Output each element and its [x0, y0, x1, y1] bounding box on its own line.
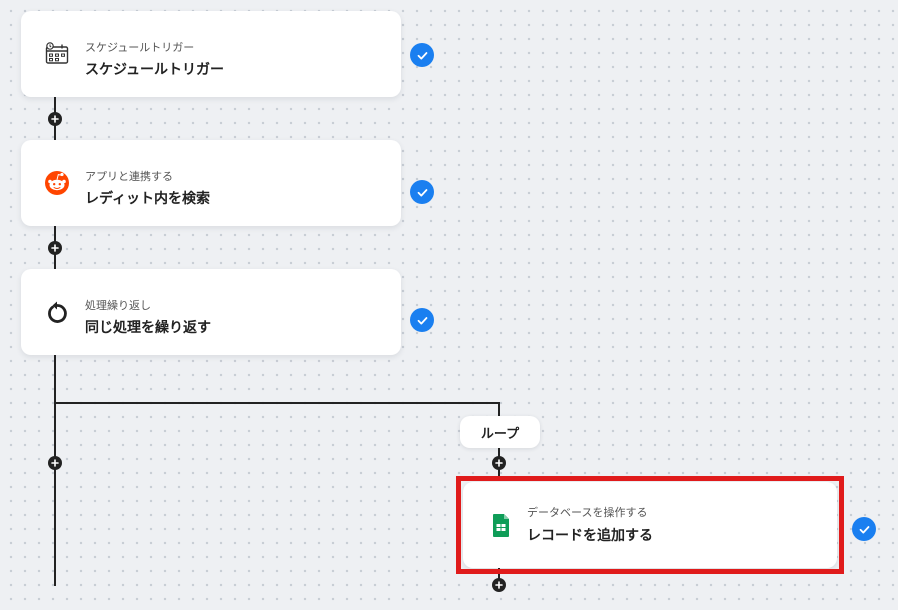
plus-icon	[495, 581, 503, 589]
check-icon	[410, 308, 434, 332]
step-card-loop[interactable]: 処理繰り返し 同じ処理を繰り返す	[21, 269, 401, 355]
connector-line	[498, 402, 500, 418]
add-step-button[interactable]	[492, 456, 506, 470]
step-title: スケジュールトリガー	[85, 62, 225, 78]
connector-line	[54, 402, 500, 404]
check-icon	[852, 517, 876, 541]
plus-icon	[51, 244, 59, 252]
check-icon	[410, 43, 434, 67]
step-category: データベースを操作する	[527, 506, 648, 519]
connector-line	[498, 566, 500, 586]
plus-icon	[495, 459, 503, 467]
step-category: 処理繰り返し	[85, 299, 151, 312]
reddit-icon	[43, 169, 71, 197]
add-step-button[interactable]	[48, 456, 62, 470]
step-title: レコードを追加する	[527, 528, 653, 544]
add-step-button[interactable]	[48, 112, 62, 126]
plus-icon	[51, 459, 59, 467]
loop-label[interactable]: ループ	[460, 416, 540, 448]
step-category: アプリと連携する	[85, 170, 173, 183]
calendar-clock-icon	[43, 40, 71, 68]
google-sheets-icon	[487, 511, 515, 539]
step-card-schedule-trigger[interactable]: スケジュールトリガー スケジュールトリガー	[21, 11, 401, 97]
check-icon	[410, 180, 434, 204]
add-step-button[interactable]	[48, 241, 62, 255]
step-title: レディット内を検索	[85, 191, 211, 207]
step-category: スケジュールトリガー	[85, 41, 195, 54]
step-card-reddit-search[interactable]: アプリと連携する レディット内を検索	[21, 140, 401, 226]
loop-icon	[43, 298, 71, 326]
step-card-add-record[interactable]: データベースを操作する レコードを追加する	[463, 482, 837, 568]
plus-icon	[51, 115, 59, 123]
step-title: 同じ処理を繰り返す	[85, 320, 211, 336]
add-step-button[interactable]	[492, 578, 506, 592]
connector-line	[54, 355, 56, 586]
